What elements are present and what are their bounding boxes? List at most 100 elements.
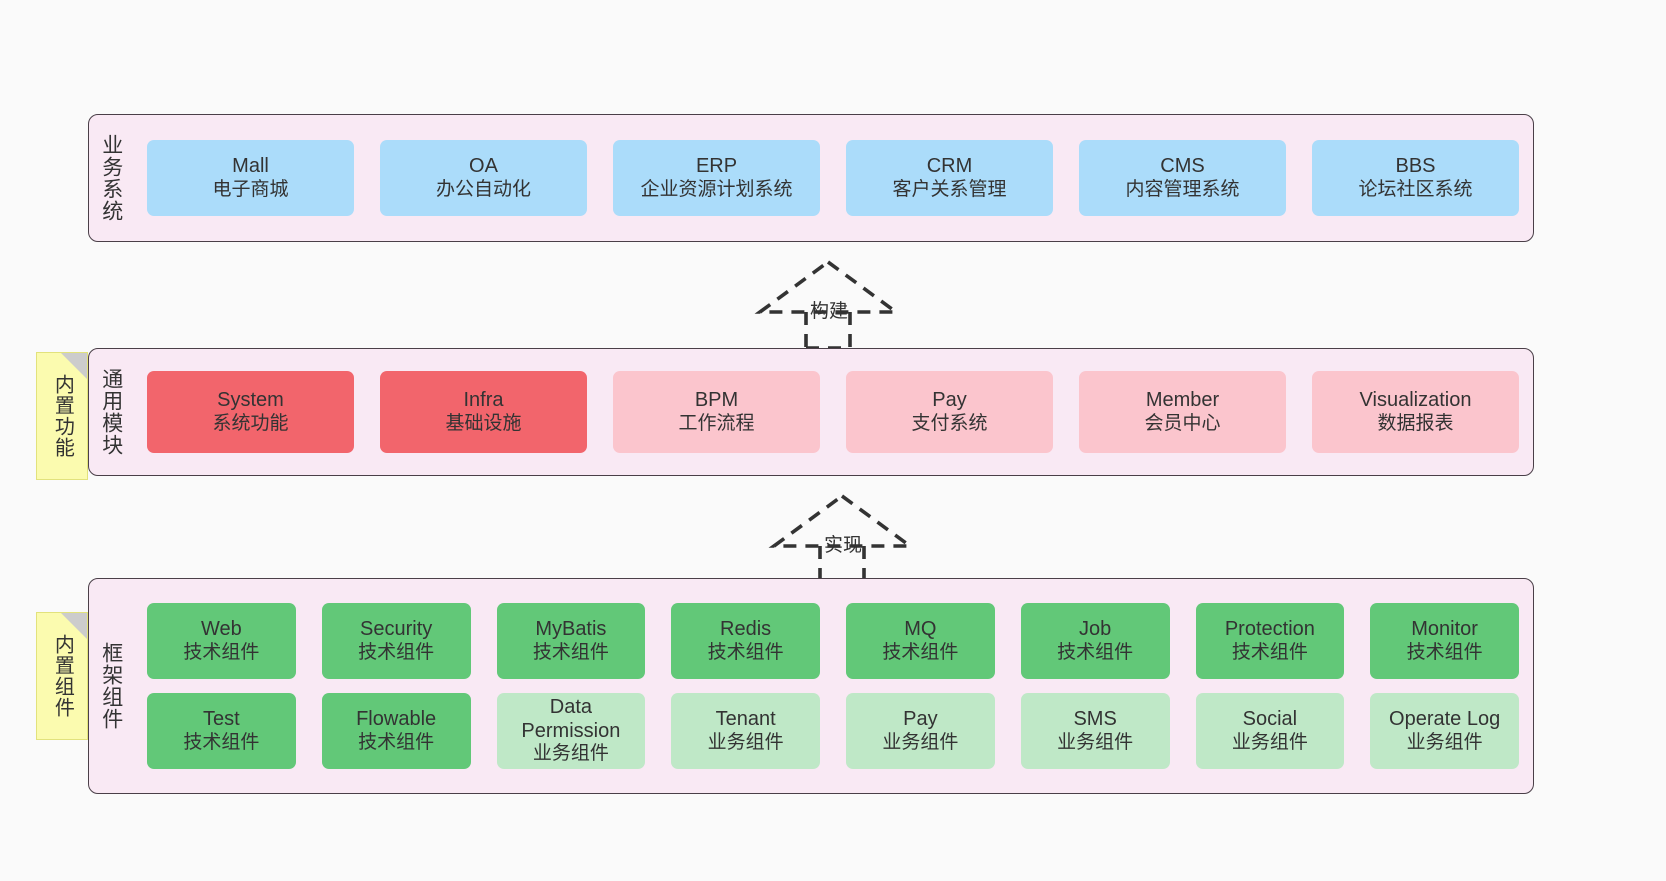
node-label-cn: 技术组件 — [183, 731, 260, 753]
node-label-en: System — [217, 389, 284, 411]
node-label-en: Security — [360, 618, 433, 640]
sticky-note-builtin-component: 内置组件 — [36, 612, 88, 740]
node-pay[interactable]: Pay 支付系统 — [846, 371, 1053, 453]
node-label-cn: 企业资源计划系统 — [640, 178, 793, 200]
layer-body-business-system: Mall 电子商城 OA 办公自动化 ERP 企业资源计划系统 CRM 客户关系… — [133, 115, 1533, 241]
node-web[interactable]: Web 技术组件 — [147, 603, 296, 679]
node-label-en: OA — [469, 155, 498, 177]
node-label-en: Pay — [932, 389, 967, 411]
node-label-cn: 技术组件 — [707, 641, 784, 663]
node-mq[interactable]: MQ 技术组件 — [846, 603, 995, 679]
connector-label-implement: 实现 — [824, 535, 863, 556]
node-social[interactable]: Social 业务组件 — [1195, 693, 1345, 769]
node-label-cn: 技术组件 — [183, 641, 260, 663]
node-label-cn: 技术组件 — [532, 641, 609, 663]
node-bpm[interactable]: BPM 工作流程 — [613, 371, 820, 453]
node-label-en: MyBatis — [535, 618, 607, 640]
node-label-cn: 内容管理系统 — [1125, 178, 1240, 200]
node-label-en: Member — [1145, 389, 1220, 411]
node-tenant[interactable]: Tenant 业务组件 — [671, 693, 820, 769]
node-redis[interactable]: Redis 技术组件 — [671, 603, 820, 679]
node-label-en: CRM — [926, 155, 973, 177]
sticky-note-label: 内置功能 — [51, 374, 74, 458]
node-label-cn: 技术组件 — [1057, 641, 1134, 663]
node-label-cn: 办公自动化 — [435, 178, 531, 200]
node-oa[interactable]: OA 办公自动化 — [380, 140, 587, 216]
node-bbs[interactable]: BBS 论坛社区系统 — [1312, 140, 1519, 216]
node-security[interactable]: Security 技术组件 — [321, 603, 471, 679]
layer-title-common-module: 通用模块 — [99, 368, 123, 456]
node-label-en: Job — [1079, 618, 1112, 640]
sticky-note-builtin-function: 内置功能 — [36, 352, 88, 480]
layer-title-business-system: 业务系统 — [99, 134, 123, 222]
node-pay-component[interactable]: Pay 业务组件 — [846, 693, 995, 769]
node-protection[interactable]: Protection 技术组件 — [1195, 603, 1345, 679]
node-row: Mall 电子商城 OA 办公自动化 ERP 企业资源计划系统 CRM 客户关系… — [133, 140, 1519, 216]
node-label-cn: 技术组件 — [358, 731, 435, 753]
node-sms[interactable]: SMS 业务组件 — [1020, 693, 1170, 769]
node-label-cn: 数据报表 — [1377, 412, 1454, 434]
node-label-en: Protection — [1224, 618, 1315, 640]
node-infra[interactable]: Infra 基础设施 — [380, 371, 587, 453]
node-label-cn: 客户关系管理 — [892, 178, 1007, 200]
node-label-en: Infra — [463, 389, 504, 411]
node-test[interactable]: Test 技术组件 — [147, 693, 296, 769]
node-label-cn: 系统功能 — [212, 412, 289, 434]
connector-label-build: 构建 — [810, 301, 849, 322]
layer-body-common-module: System 系统功能 Infra 基础设施 BPM 工作流程 Pay 支付系统… — [133, 349, 1533, 475]
layer-business-system: 业务系统 Mall 电子商城 OA 办公自动化 ERP 企业资源计划系统 CRM… — [88, 114, 1534, 242]
node-label-en: Web — [200, 618, 242, 640]
node-label-cn: 业务组件 — [532, 743, 609, 765]
node-visualization[interactable]: Visualization 数据报表 — [1312, 371, 1519, 453]
node-label-en: Social — [1242, 708, 1298, 730]
node-label-en: CMS — [1160, 155, 1205, 177]
node-label-cn: 基础设施 — [445, 412, 522, 434]
node-data-permission[interactable]: Data Permission 业务组件 — [496, 693, 646, 769]
layer-common-module: 通用模块 System 系统功能 Infra 基础设施 BPM 工作流程 Pay… — [88, 348, 1534, 476]
node-crm[interactable]: CRM 客户关系管理 — [846, 140, 1053, 216]
node-label-en: Flowable — [356, 708, 437, 730]
node-row: System 系统功能 Infra 基础设施 BPM 工作流程 Pay 支付系统… — [133, 371, 1519, 453]
node-label-cn: 支付系统 — [911, 412, 988, 434]
layer-title-framework-component: 框架组件 — [99, 642, 123, 730]
node-erp[interactable]: ERP 企业资源计划系统 — [613, 140, 820, 216]
node-system[interactable]: System 系统功能 — [147, 371, 354, 453]
layer-body-framework-component: Web 技术组件 Security 技术组件 MyBatis 技术组件 Redi… — [133, 579, 1533, 793]
node-label-cn: 业务组件 — [882, 731, 959, 753]
node-label-en: Operate Log — [1389, 708, 1501, 730]
node-member[interactable]: Member 会员中心 — [1079, 371, 1286, 453]
node-label-cn: 论坛社区系统 — [1358, 178, 1473, 200]
node-label-en: ERP — [695, 155, 738, 177]
node-mybatis[interactable]: MyBatis 技术组件 — [496, 603, 646, 679]
node-label-cn: 业务组件 — [1057, 731, 1134, 753]
node-label-cn: 技术组件 — [882, 641, 959, 663]
node-label-en: Monitor — [1411, 618, 1478, 640]
node-label-cn: 技术组件 — [1231, 641, 1308, 663]
node-label-cn: 业务组件 — [1406, 731, 1483, 753]
node-label-en: MQ — [904, 618, 937, 640]
sticky-note-label: 内置组件 — [51, 634, 74, 718]
node-label-cn: 技术组件 — [1406, 641, 1483, 663]
node-flowable[interactable]: Flowable 技术组件 — [321, 693, 471, 769]
node-row: Test 技术组件 Flowable 技术组件 Data Permission … — [133, 693, 1519, 769]
node-row: Web 技术组件 Security 技术组件 MyBatis 技术组件 Redi… — [133, 603, 1519, 679]
node-operate-log[interactable]: Operate Log 业务组件 — [1370, 693, 1519, 769]
node-label-cn: 技术组件 — [358, 641, 435, 663]
node-label-en: BPM — [694, 389, 739, 411]
node-label-en: SMS — [1073, 708, 1117, 730]
node-label-cn: 工作流程 — [678, 412, 755, 434]
node-job[interactable]: Job 技术组件 — [1020, 603, 1170, 679]
node-monitor[interactable]: Monitor 技术组件 — [1370, 603, 1519, 679]
node-label-en: Mall — [232, 155, 269, 177]
node-cms[interactable]: CMS 内容管理系统 — [1079, 140, 1286, 216]
connector-build: 构建 — [754, 258, 902, 350]
node-label-en: Redis — [720, 618, 772, 640]
node-label-en: Visualization — [1359, 389, 1472, 411]
connector-implement: 实现 — [768, 492, 916, 584]
node-label-en: Pay — [903, 708, 938, 730]
node-label-cn: 业务组件 — [1231, 731, 1308, 753]
node-mall[interactable]: Mall 电子商城 — [147, 140, 354, 216]
node-label-cn: 电子商城 — [212, 178, 289, 200]
node-label-cn: 业务组件 — [707, 731, 784, 753]
